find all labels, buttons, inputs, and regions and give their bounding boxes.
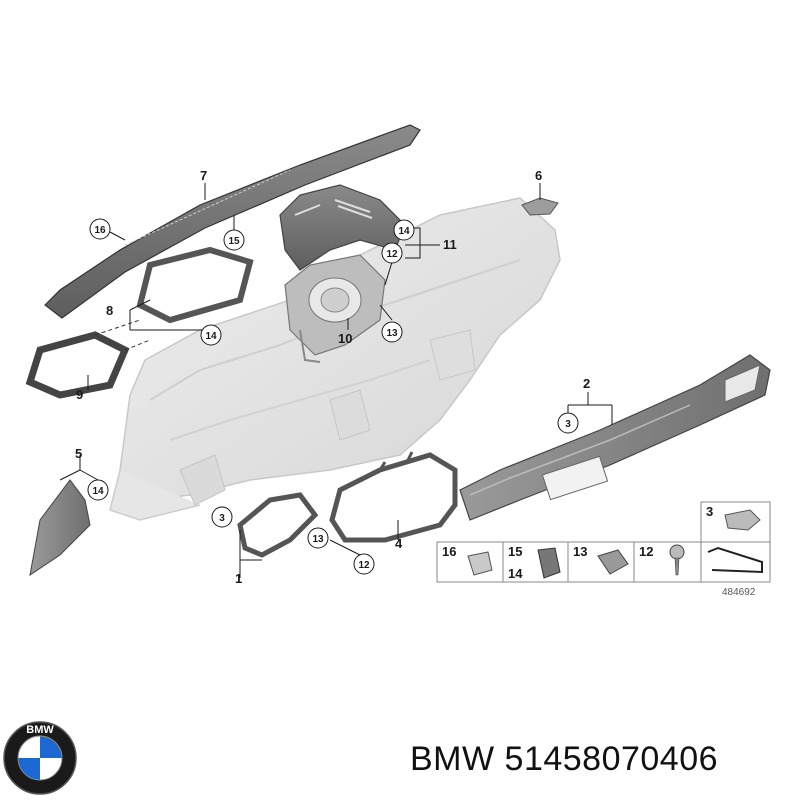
callout-14-mid: 14 (200, 324, 222, 346)
part-6-clip (521, 197, 559, 216)
logo-letters: BMW (26, 724, 54, 736)
callout-3-right: 3 (557, 412, 579, 434)
callout-9: 9 (76, 387, 83, 402)
legend-15: 15 (508, 544, 522, 559)
screw-12-icon (669, 544, 685, 576)
clip-15-icon (537, 547, 561, 579)
part-number-caption: BMW 51458070406 (410, 740, 719, 778)
svg-text:3: 3 (565, 419, 571, 430)
part-10-support-frame (284, 254, 386, 363)
leader-lines (59, 183, 613, 578)
svg-text:3: 3 (219, 513, 225, 524)
clip-16-icon (467, 551, 493, 576)
part-4-cluster-frame (329, 451, 458, 543)
callout-15: 15 (223, 229, 245, 251)
part-8-vent-frame (136, 246, 254, 324)
part-7-defroster-trim (44, 124, 421, 319)
callout-4: 4 (395, 536, 403, 551)
callout-1: 1 (235, 571, 242, 586)
svg-text:14: 14 (205, 331, 217, 342)
callout-2: 2 (583, 376, 590, 391)
legend-14: 14 (508, 566, 523, 581)
callout-16: 16 (89, 218, 111, 240)
svg-text:14: 14 (398, 226, 410, 237)
callout-8: 8 (106, 303, 113, 318)
legend-13: 13 (573, 544, 587, 559)
part-11-center-cover (279, 184, 406, 271)
bmw-logo: BMW (3, 721, 77, 795)
part-9-left-vent-frame (25, 319, 151, 399)
legend-16: 16 (442, 544, 456, 559)
legend-12: 12 (639, 544, 653, 559)
svg-text:13: 13 (386, 328, 398, 339)
fastener-legend: 3 16 15 14 13 12 484692 (436, 501, 771, 598)
callout-11: 11 (443, 237, 457, 252)
callout-6: 6 (535, 168, 542, 183)
part-5-side-cover (29, 479, 91, 577)
callout-3-left: 3 (211, 506, 233, 528)
callout-14-top: 14 (393, 219, 415, 241)
callout-7: 7 (200, 168, 207, 183)
clip-3-icon (724, 509, 761, 531)
svg-text:16: 16 (94, 225, 106, 236)
callout-10: 10 (338, 331, 352, 346)
part-1-bracket (237, 492, 319, 558)
svg-text:13: 13 (312, 534, 324, 545)
callout-12-top: 12 (381, 242, 403, 264)
legend-3: 3 (706, 504, 713, 519)
callout-labels: 7 6 11 8 10 9 5 2 4 1 16 15 14 12 13 14 … (75, 168, 590, 586)
part-2-dash-panel (459, 354, 771, 521)
callout-12-low: 12 (353, 553, 375, 575)
clip-13-icon (597, 549, 629, 575)
svg-text:15: 15 (228, 236, 240, 247)
callout-13-top: 13 (381, 321, 403, 343)
svg-text:14: 14 (92, 486, 104, 497)
svg-text:12: 12 (386, 249, 398, 260)
dashboard-carrier (109, 197, 561, 521)
bracket-symbol-icon (707, 546, 763, 574)
callout-5: 5 (75, 446, 82, 461)
part-code: 484692 (722, 587, 756, 598)
svg-text:12: 12 (358, 560, 370, 571)
callout-14-low: 14 (87, 479, 109, 501)
callout-13-low: 13 (307, 527, 329, 549)
